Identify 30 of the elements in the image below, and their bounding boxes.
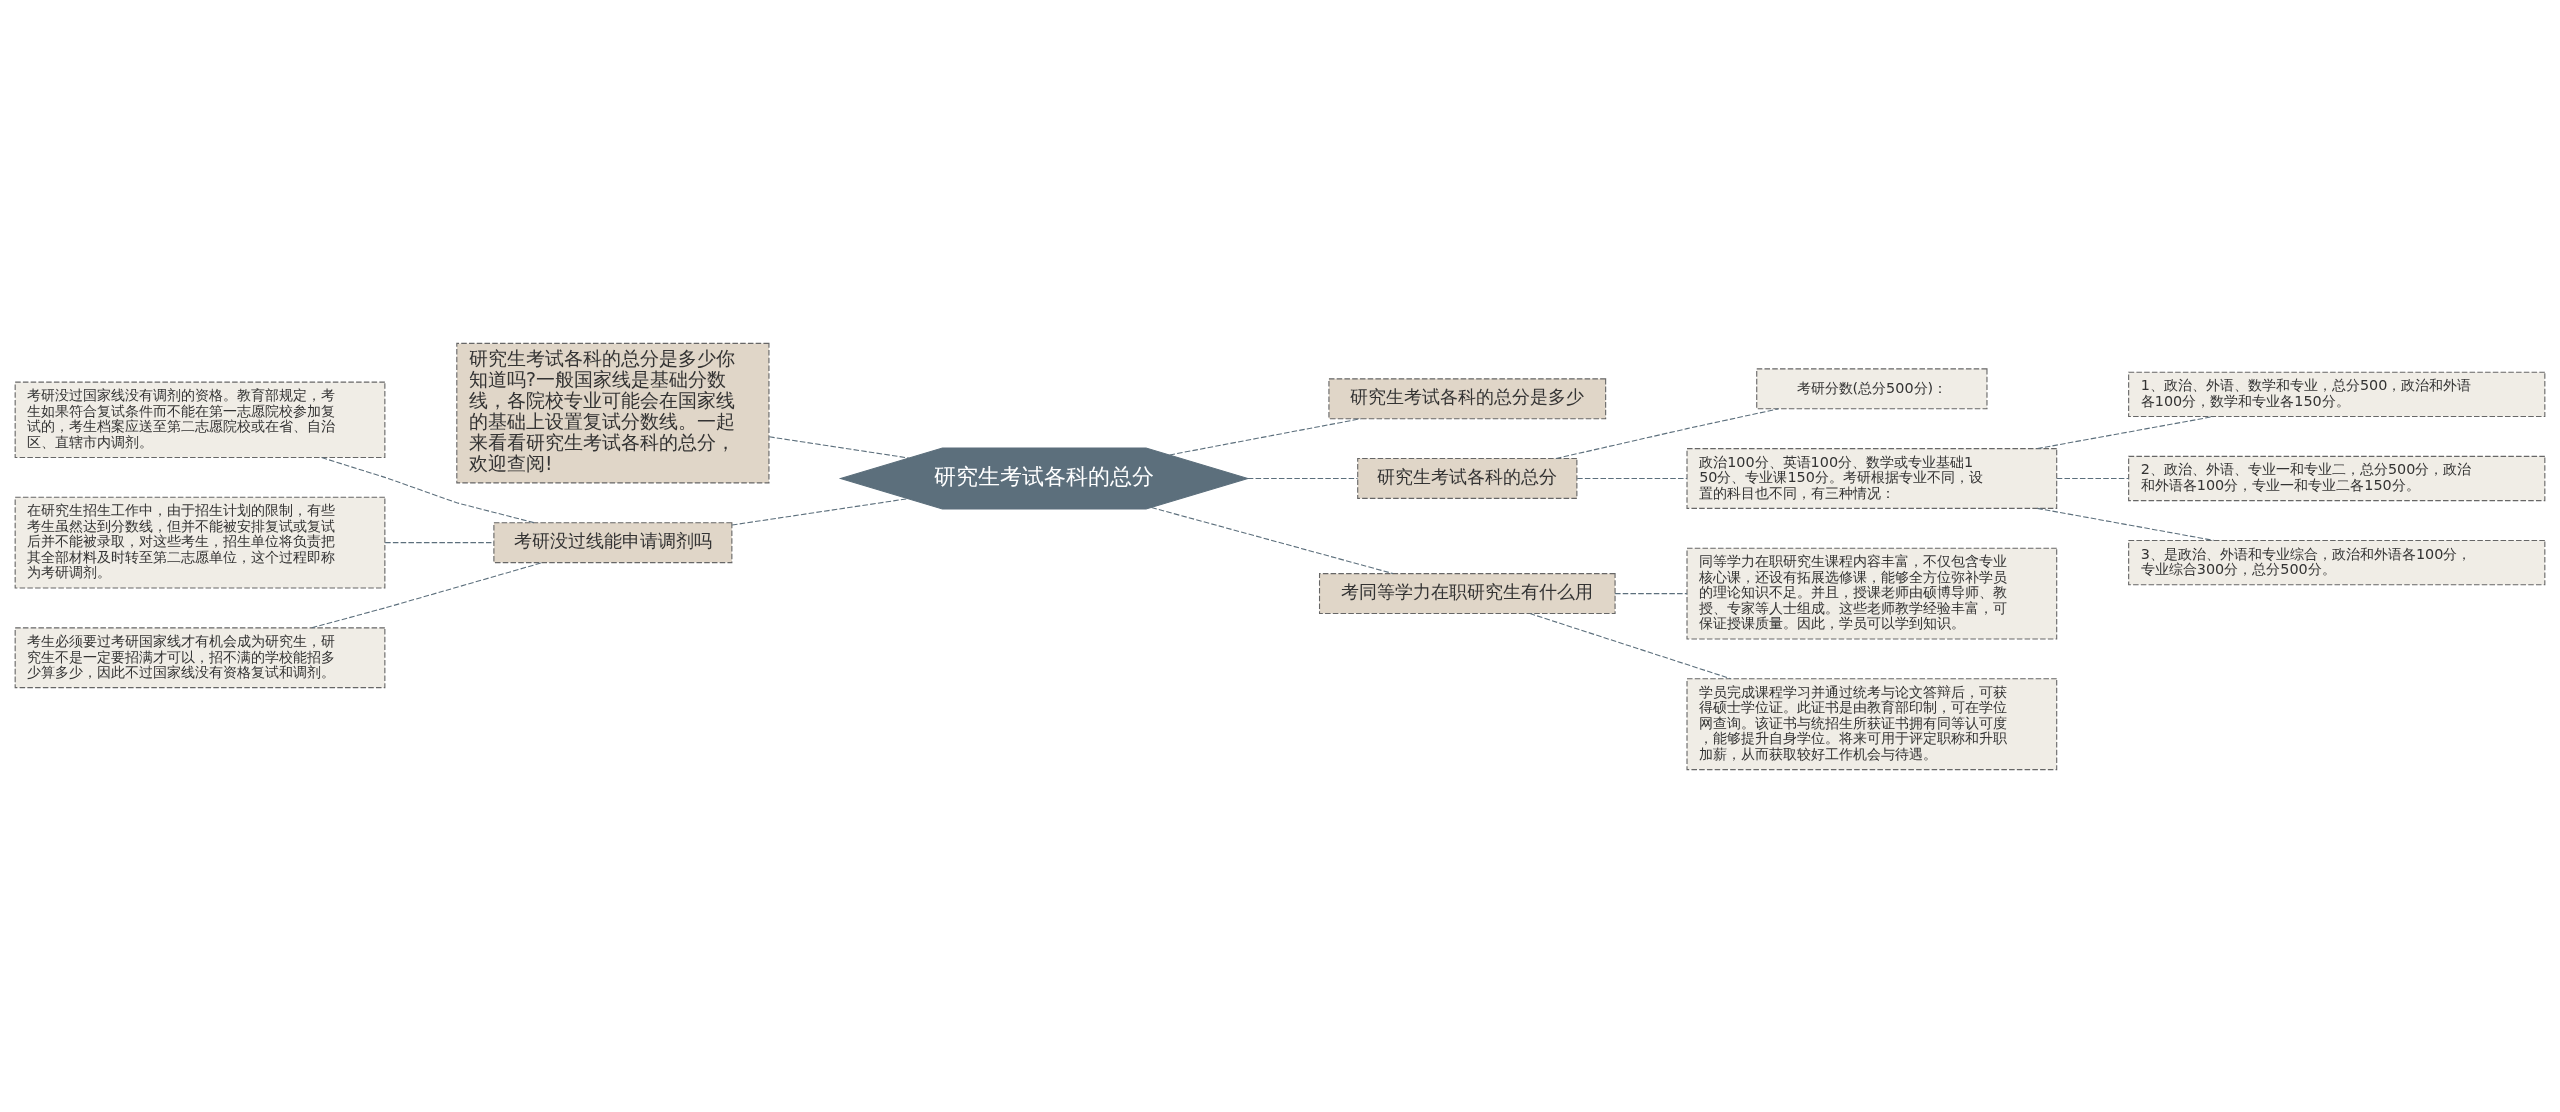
node-box: 考研分数(总分500分)：	[1756, 367, 1988, 409]
node-box: 研究生考试各科的总分是多少你知道吗?一般国家线是基础分数线，各院校专业可能会在国家线的基础上设置复试分数线。一起来看看研究生考试各科的总分，欢迎查阅!	[456, 342, 770, 483]
connector	[311, 561, 543, 628]
connector	[2036, 415, 2215, 449]
node-box: 1、政治、外语、数学和专业，总分500，政治和外语各100分，数学和专业各150分。	[2128, 371, 2546, 417]
node-box: 研究生考试各科的总分是多少	[1328, 377, 1607, 419]
connector	[1151, 506, 1394, 574]
connector	[1555, 407, 1779, 459]
connector	[1529, 612, 1732, 679]
connector	[731, 497, 909, 526]
connector	[1614, 592, 1688, 594]
node-box: 研究生考试各科的总分	[1357, 457, 1578, 499]
node-box: 考研没过国家线没有调剂的资格。教育部规定，考生如果符合复试条件而不能在第一志愿院校参加复试的，考生档案应送至第二志愿院校或在省、自治区、直辖市内调剂。	[14, 381, 386, 458]
node-box: 考研没过线能申请调剂吗	[493, 521, 733, 563]
node-box: 在研究生招生工作中，由于招生计划的限制，有些考生虽然达到分数线，但并不能被安排复试或复试后并不能被录取，对这些考生，招生单位将负责把其全部材料及时转至第二志愿单位，这个过程即称为考研调剂。	[14, 496, 386, 589]
connector	[1576, 477, 1688, 479]
connector	[1247, 477, 1359, 479]
connector	[384, 541, 495, 543]
node-box: 考同等学力在职研究生有什么用	[1318, 572, 1616, 614]
connector	[768, 435, 910, 459]
node-box: 3、是政治、外语和专业综合，政治和外语各100分，专业综合300分，总分500分。	[2128, 539, 2546, 585]
node-box: 同等学力在职研究生课程内容丰富，不仅包含专业核心课，还设有拓展选修课，能够全方位弥补学员的理论知识不足。并且，授课老师由硕博导师、教授、专家等人士组成。这些老师教学经验丰富，可保证授课质量。因此，学员可以学到知识。	[1686, 547, 2058, 639]
node-box: 学员完成课程学习并通过统考与论文答辩后，可获得硕士学位证。此证书是由教育部印制，可在学位网查询。该证书与统招生所获证书拥有同等认可度，能够提升自身学位。将来可用于评定职称和升职加薪，从而获取较好工作机会与待遇。	[1686, 677, 2058, 770]
connector	[321, 456, 535, 523]
node-box: 2、政治、外语、专业一和专业二，总分500分，政治和外语各100分，专业一和专业二各150分。	[2128, 455, 2546, 501]
node-box: 考生必须要过考研国家线才有机会成为研究生，研究生不是一定要招满才可以，招不满的学校能招多少算多少，因此不过国家线没有资格复试和调剂。	[14, 626, 386, 688]
connector	[2036, 507, 2215, 541]
connector	[2056, 477, 2130, 479]
connector	[1169, 417, 1362, 455]
node-box: 政治100分、英语100分、数学或专业基础150分、专业课150分。考研根据专业不同，设置的科目也不同，有三种情况：	[1686, 447, 2058, 509]
